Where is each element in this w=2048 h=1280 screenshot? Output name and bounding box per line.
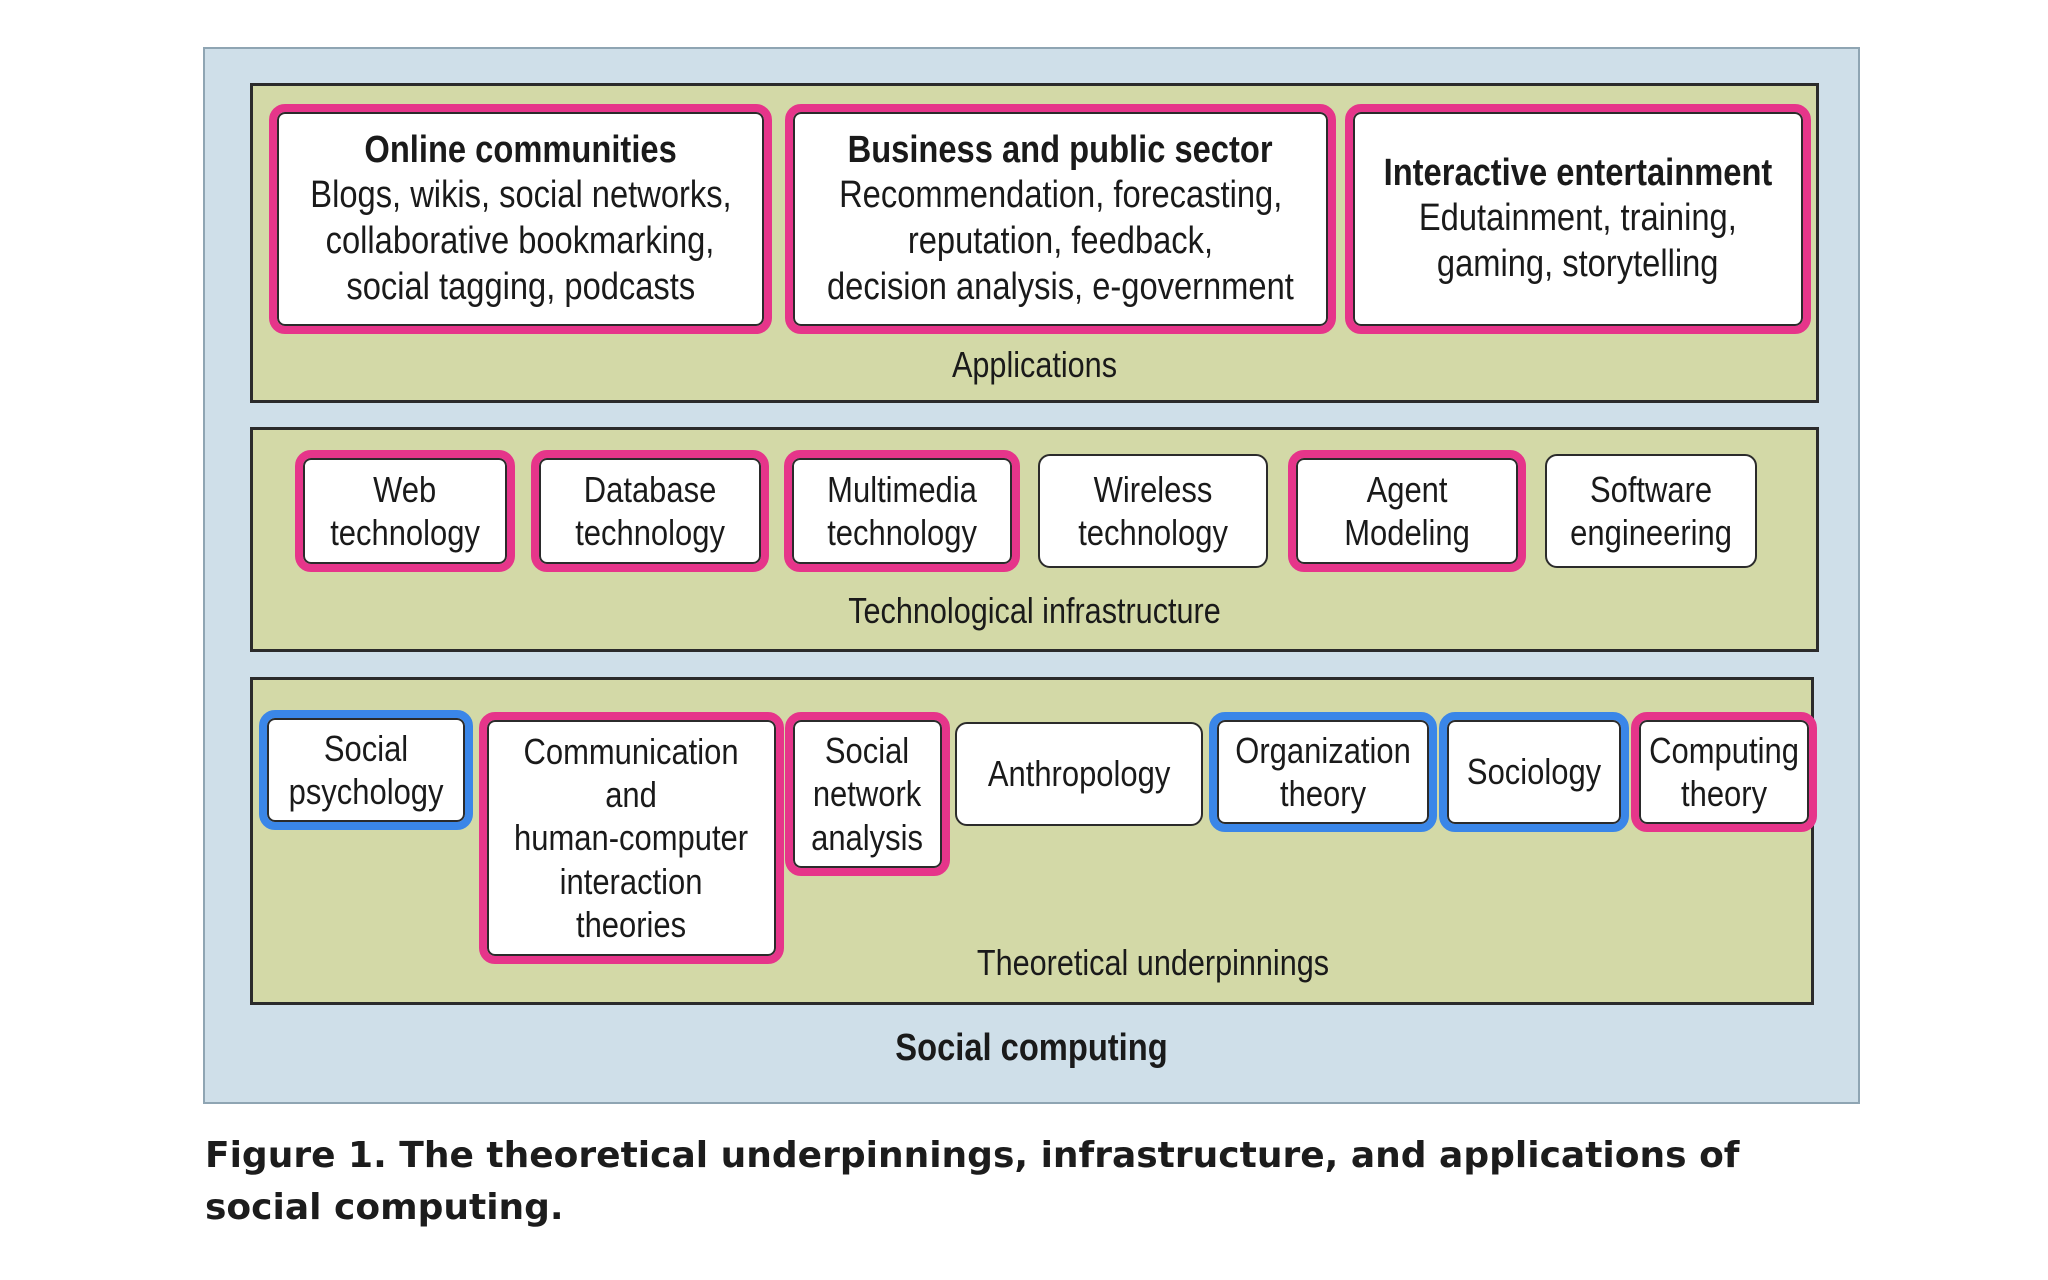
card-line: Database bbox=[583, 468, 717, 510]
infrastructure-label: Technological infrastructure bbox=[848, 590, 1221, 631]
online-communities-card: Online communities Blogs, wikis, social … bbox=[269, 104, 772, 334]
card-line: Blogs, wikis, social networks, bbox=[309, 174, 732, 217]
card-line: Web bbox=[373, 468, 437, 510]
card-line: Agent bbox=[1366, 468, 1448, 510]
card-line: Edutainment, training, bbox=[1419, 197, 1737, 240]
card-line: Organization bbox=[1235, 729, 1411, 771]
multimedia-technology-card: Multimedia technology bbox=[784, 450, 1020, 572]
card-line: Sociology bbox=[1466, 751, 1602, 793]
theory-layer: Social psychology Communication and huma… bbox=[250, 677, 1817, 1005]
social-network-analysis-card: Social network analysis bbox=[785, 712, 950, 876]
card-line: theory bbox=[1680, 773, 1768, 814]
web-technology-card: Web technology bbox=[295, 450, 515, 572]
card-line: theories bbox=[576, 903, 687, 945]
anthropology-card: Anthropology bbox=[955, 722, 1203, 826]
card-title: Online communities bbox=[364, 128, 677, 171]
social-computing-frame: Online communities Blogs, wikis, social … bbox=[203, 47, 1860, 1104]
agent-modeling-card: Agent Modeling bbox=[1288, 450, 1526, 572]
card-line: Modeling bbox=[1344, 512, 1470, 553]
card-line: social tagging, podcasts bbox=[346, 265, 695, 308]
card-line: Anthropology bbox=[987, 753, 1171, 795]
card-title: Interactive entertainment bbox=[1383, 151, 1773, 194]
card-line: interaction bbox=[560, 860, 703, 902]
card-line: Recommendation, forecasting, bbox=[838, 174, 1283, 217]
card-line: Software bbox=[1589, 468, 1713, 510]
infrastructure-layer: Web technology Database technology Multi… bbox=[250, 427, 1819, 652]
wireless-technology-card: Wireless technology bbox=[1038, 454, 1268, 568]
database-technology-card: Database technology bbox=[531, 450, 769, 572]
applications-layer: Online communities Blogs, wikis, social … bbox=[250, 83, 1819, 403]
theory-label: Theoretical underpinnings bbox=[976, 942, 1330, 983]
card-line: Communication bbox=[523, 731, 740, 773]
card-line: collaborative bookmarking, bbox=[326, 220, 715, 262]
card-title: Business and public sector bbox=[848, 128, 1273, 171]
card-line: technology bbox=[827, 512, 977, 553]
card-line: engineering bbox=[1570, 512, 1732, 553]
applications-label: Applications bbox=[951, 344, 1118, 385]
software-engineering-card: Software engineering bbox=[1545, 454, 1757, 568]
computing-theory-card: Computing theory bbox=[1631, 712, 1817, 832]
card-line: network bbox=[813, 773, 922, 815]
social-computing-label: Social computing bbox=[895, 1027, 1168, 1069]
card-line: theory bbox=[1279, 773, 1367, 814]
card-line: Multimedia bbox=[827, 468, 977, 510]
card-line: Social bbox=[323, 727, 409, 769]
figure-caption: Figure 1. The theoretical underpinnings,… bbox=[205, 1135, 1740, 1229]
card-line: psychology bbox=[288, 771, 444, 812]
organization-theory-card: Organization theory bbox=[1209, 712, 1437, 832]
interactive-entertainment-card: Interactive entertainment Edutainment, t… bbox=[1345, 104, 1811, 334]
card-line: and bbox=[605, 774, 658, 816]
card-line: Computing bbox=[1649, 729, 1799, 771]
card-line: Wireless bbox=[1093, 468, 1213, 510]
card-line: decision analysis, e-government bbox=[827, 265, 1294, 308]
card-line: human-computer bbox=[514, 817, 749, 859]
sociology-card: Sociology bbox=[1439, 712, 1629, 832]
card-line: gaming, storytelling bbox=[1437, 242, 1719, 285]
card-line: technology bbox=[330, 512, 480, 553]
card-line: analysis bbox=[811, 816, 924, 858]
card-line: technology bbox=[1078, 512, 1228, 553]
card-line: reputation, feedback, bbox=[907, 220, 1214, 262]
card-line: Social bbox=[825, 730, 910, 772]
business-public-sector-card: Business and public sector Recommendatio… bbox=[785, 104, 1336, 334]
communication-hci-card: Communication and human-computer interac… bbox=[479, 712, 784, 964]
social-psychology-card: Social psychology bbox=[259, 710, 473, 830]
card-line: technology bbox=[575, 512, 725, 553]
